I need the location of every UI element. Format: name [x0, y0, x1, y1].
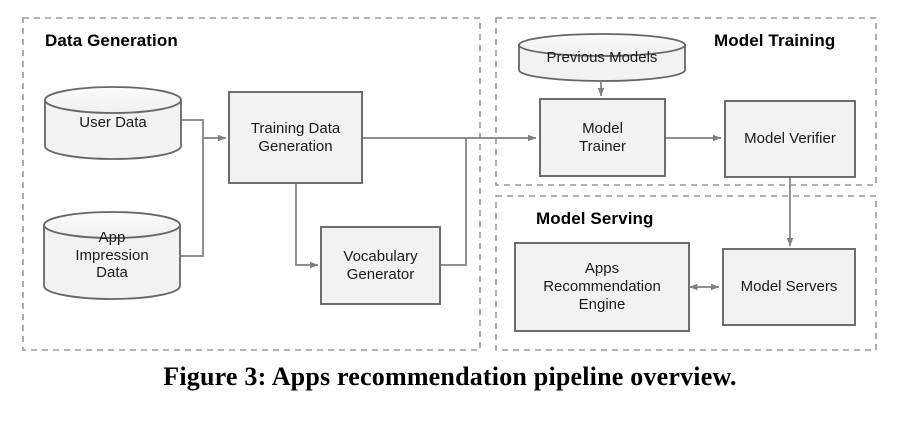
node-app-impression-data[interactable] — [43, 211, 181, 300]
edge-app-impression-to-training — [180, 138, 204, 257]
node-model-verifier[interactable] — [724, 100, 856, 178]
node-model-trainer[interactable] — [539, 98, 666, 177]
edge-training-to-vocabulary — [295, 183, 319, 269]
node-model-servers[interactable] — [722, 248, 856, 326]
edge-user-data-to-training — [180, 119, 227, 142]
edge-vocabulary-to-model-trainer — [440, 138, 467, 266]
connector-layer — [180, 82, 794, 291]
panel-model-training — [495, 17, 877, 186]
node-previous-models[interactable] — [518, 33, 686, 82]
panel-title-model-serving: Model Serving — [536, 209, 654, 228]
node-vocabulary-generator[interactable] — [320, 226, 441, 305]
figure-caption: Figure 3: Apps recommendation pipeline o… — [163, 362, 737, 391]
panel-model-serving — [495, 195, 877, 351]
node-apps-recommendation-engine[interactable] — [514, 242, 690, 332]
node-user-data[interactable] — [44, 86, 182, 160]
panel-title-data-generation: Data Generation — [45, 31, 178, 50]
panel-title-model-training: Model Training — [714, 31, 836, 50]
panel-data-generation — [22, 17, 481, 351]
node-training-data-generation[interactable] — [228, 91, 363, 184]
